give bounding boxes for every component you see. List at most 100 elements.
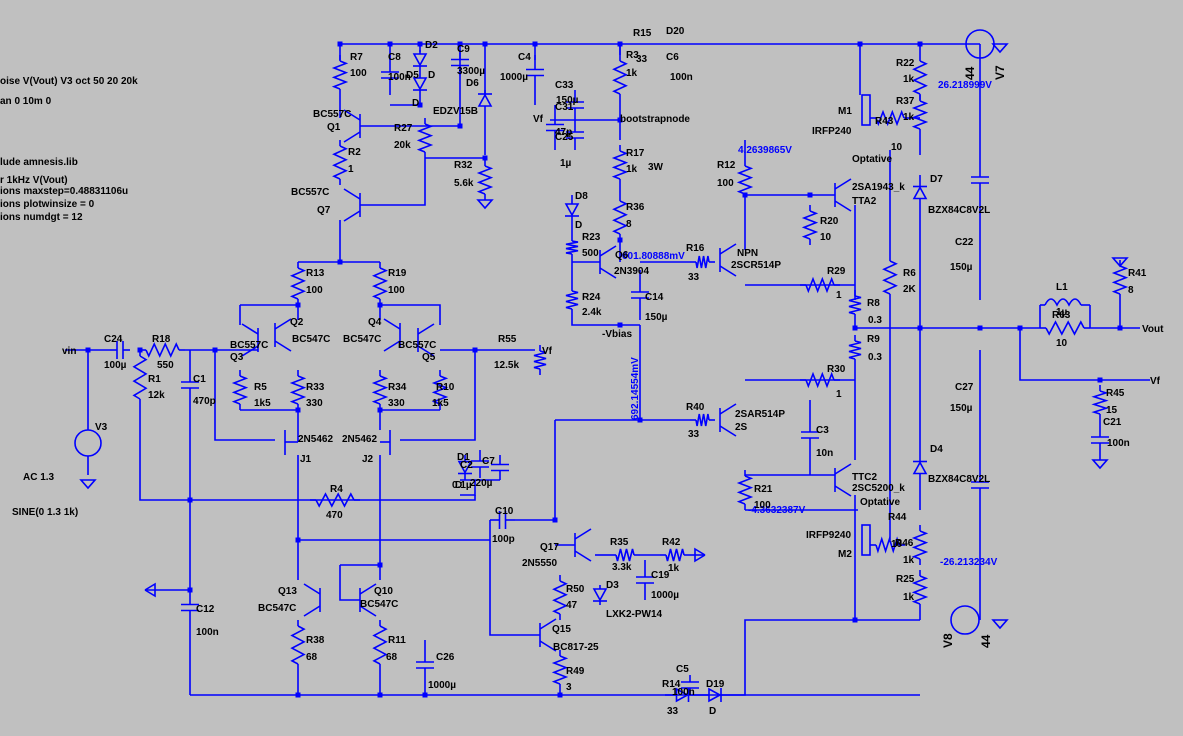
r1-value: 12k bbox=[148, 390, 165, 401]
resistor-r50 bbox=[552, 580, 568, 615]
junction-dot bbox=[557, 692, 563, 698]
c19-value: 1000µ bbox=[651, 590, 679, 601]
l1-value: 1µ bbox=[1056, 307, 1068, 318]
junction-dot bbox=[742, 192, 748, 198]
transistor-lead bbox=[834, 178, 852, 190]
resistor-r21 bbox=[736, 475, 754, 505]
c9-label: C9 bbox=[457, 44, 470, 55]
tta2-value: TTA2 bbox=[852, 196, 877, 207]
m1-value: IRFP240 bbox=[812, 126, 852, 137]
npn-value: 2SCR514P bbox=[731, 260, 781, 271]
c2-value: 0.1µ bbox=[452, 480, 472, 491]
r46-label: R46 bbox=[895, 538, 914, 549]
r49-value: 3 bbox=[566, 682, 572, 693]
r50-label: R50 bbox=[566, 584, 585, 595]
npn-label: NPN bbox=[737, 248, 758, 259]
transistor-lead bbox=[303, 605, 321, 617]
resistor-r49 bbox=[551, 655, 569, 685]
c5-value: 100n bbox=[672, 687, 695, 698]
d7-value: BZX84C8V2L bbox=[928, 205, 990, 216]
transistor-lead bbox=[417, 323, 435, 335]
junction-dot bbox=[917, 41, 923, 47]
r17-label: R17 bbox=[626, 148, 645, 159]
resistor-r34 bbox=[371, 375, 389, 405]
r17-value: 1k bbox=[626, 164, 638, 175]
r40-label: R40 bbox=[686, 402, 705, 413]
transistor-lead bbox=[343, 131, 361, 143]
diode-d8 bbox=[564, 203, 580, 217]
r10-value: 1k5 bbox=[432, 398, 449, 409]
resistor-r63 bbox=[1045, 320, 1085, 336]
r63-value: 10 bbox=[1056, 338, 1068, 349]
c33-label: C33 bbox=[555, 80, 574, 91]
r63-label: R63 bbox=[1052, 310, 1071, 321]
r15-value: 33 bbox=[636, 54, 648, 65]
r32-label: R32 bbox=[454, 160, 473, 171]
j2-label: J2 bbox=[362, 454, 374, 465]
v3-ac: AC 1.3 bbox=[23, 472, 55, 483]
transistor-lead bbox=[274, 318, 292, 330]
c31-label: C31 bbox=[555, 102, 574, 113]
c4-value: 1000µ bbox=[500, 72, 528, 83]
q10-value: BC547C bbox=[360, 599, 398, 610]
resistor-r45 bbox=[1091, 390, 1109, 415]
r29-value: 1 bbox=[836, 290, 842, 301]
l1-label: L1 bbox=[1056, 282, 1068, 293]
junction-dot bbox=[482, 41, 488, 47]
resistor-r24 bbox=[565, 290, 579, 310]
c2-label: C2 bbox=[460, 460, 473, 471]
r5-label: R5 bbox=[254, 382, 267, 393]
d_small-label: D bbox=[412, 98, 419, 109]
ground-symbol bbox=[476, 199, 494, 210]
transistor-lead bbox=[719, 243, 737, 255]
r22-value: 1k bbox=[903, 74, 915, 85]
c5-label: C5 bbox=[676, 664, 689, 675]
pnp-value: 2S bbox=[735, 422, 748, 433]
junction-dot bbox=[417, 102, 423, 108]
wire bbox=[214, 350, 275, 441]
r12-value: 100 bbox=[717, 178, 734, 189]
r3-label: R3 bbox=[626, 50, 639, 61]
diode-d1 bbox=[457, 460, 473, 475]
junction-dot bbox=[1097, 377, 1103, 383]
ground-symbol bbox=[79, 479, 97, 490]
c27-value: 150µ bbox=[950, 403, 973, 414]
q6-value: 2N3904 bbox=[614, 266, 649, 277]
wires bbox=[65, 41, 1150, 698]
q2-label: Q2 bbox=[290, 317, 304, 328]
r2-value: 1 bbox=[348, 164, 354, 175]
q13-label: Q13 bbox=[278, 586, 297, 597]
junction-dot bbox=[377, 692, 383, 698]
transistor-lead bbox=[719, 265, 737, 277]
c4-label: C4 bbox=[518, 52, 531, 63]
r55-label: R55 bbox=[498, 334, 517, 345]
c9-value: 3300µ bbox=[457, 66, 485, 77]
resistor-r29 bbox=[805, 276, 835, 294]
c8-value: 100n bbox=[388, 72, 411, 83]
transistor-lead bbox=[343, 109, 361, 121]
r9-label: R9 bbox=[867, 334, 880, 345]
resistor-r8 bbox=[848, 295, 862, 315]
d3-label: D3 bbox=[606, 580, 619, 591]
r23-label: R23 bbox=[582, 232, 601, 243]
r25-label: R25 bbox=[896, 574, 915, 585]
r4-label: R4 bbox=[330, 484, 343, 495]
r18-label: R18 bbox=[152, 334, 171, 345]
r42-label: R42 bbox=[662, 537, 681, 548]
d1-label: D1 bbox=[457, 452, 470, 463]
d8-value: D bbox=[575, 220, 582, 231]
transistor-lead bbox=[343, 210, 361, 222]
resistor-r16 bbox=[695, 255, 710, 269]
wire bbox=[571, 315, 620, 326]
resistor-r33 bbox=[289, 375, 307, 405]
r35-value: 3.3k bbox=[612, 562, 632, 573]
transistor-lead bbox=[834, 485, 852, 497]
r27-label: R27 bbox=[394, 123, 413, 134]
q7-value: BC557C bbox=[291, 187, 329, 198]
wire bbox=[730, 619, 920, 696]
resistor-r10 bbox=[431, 375, 449, 405]
wire bbox=[1019, 328, 1100, 381]
optative2-label: Optative bbox=[860, 497, 900, 508]
